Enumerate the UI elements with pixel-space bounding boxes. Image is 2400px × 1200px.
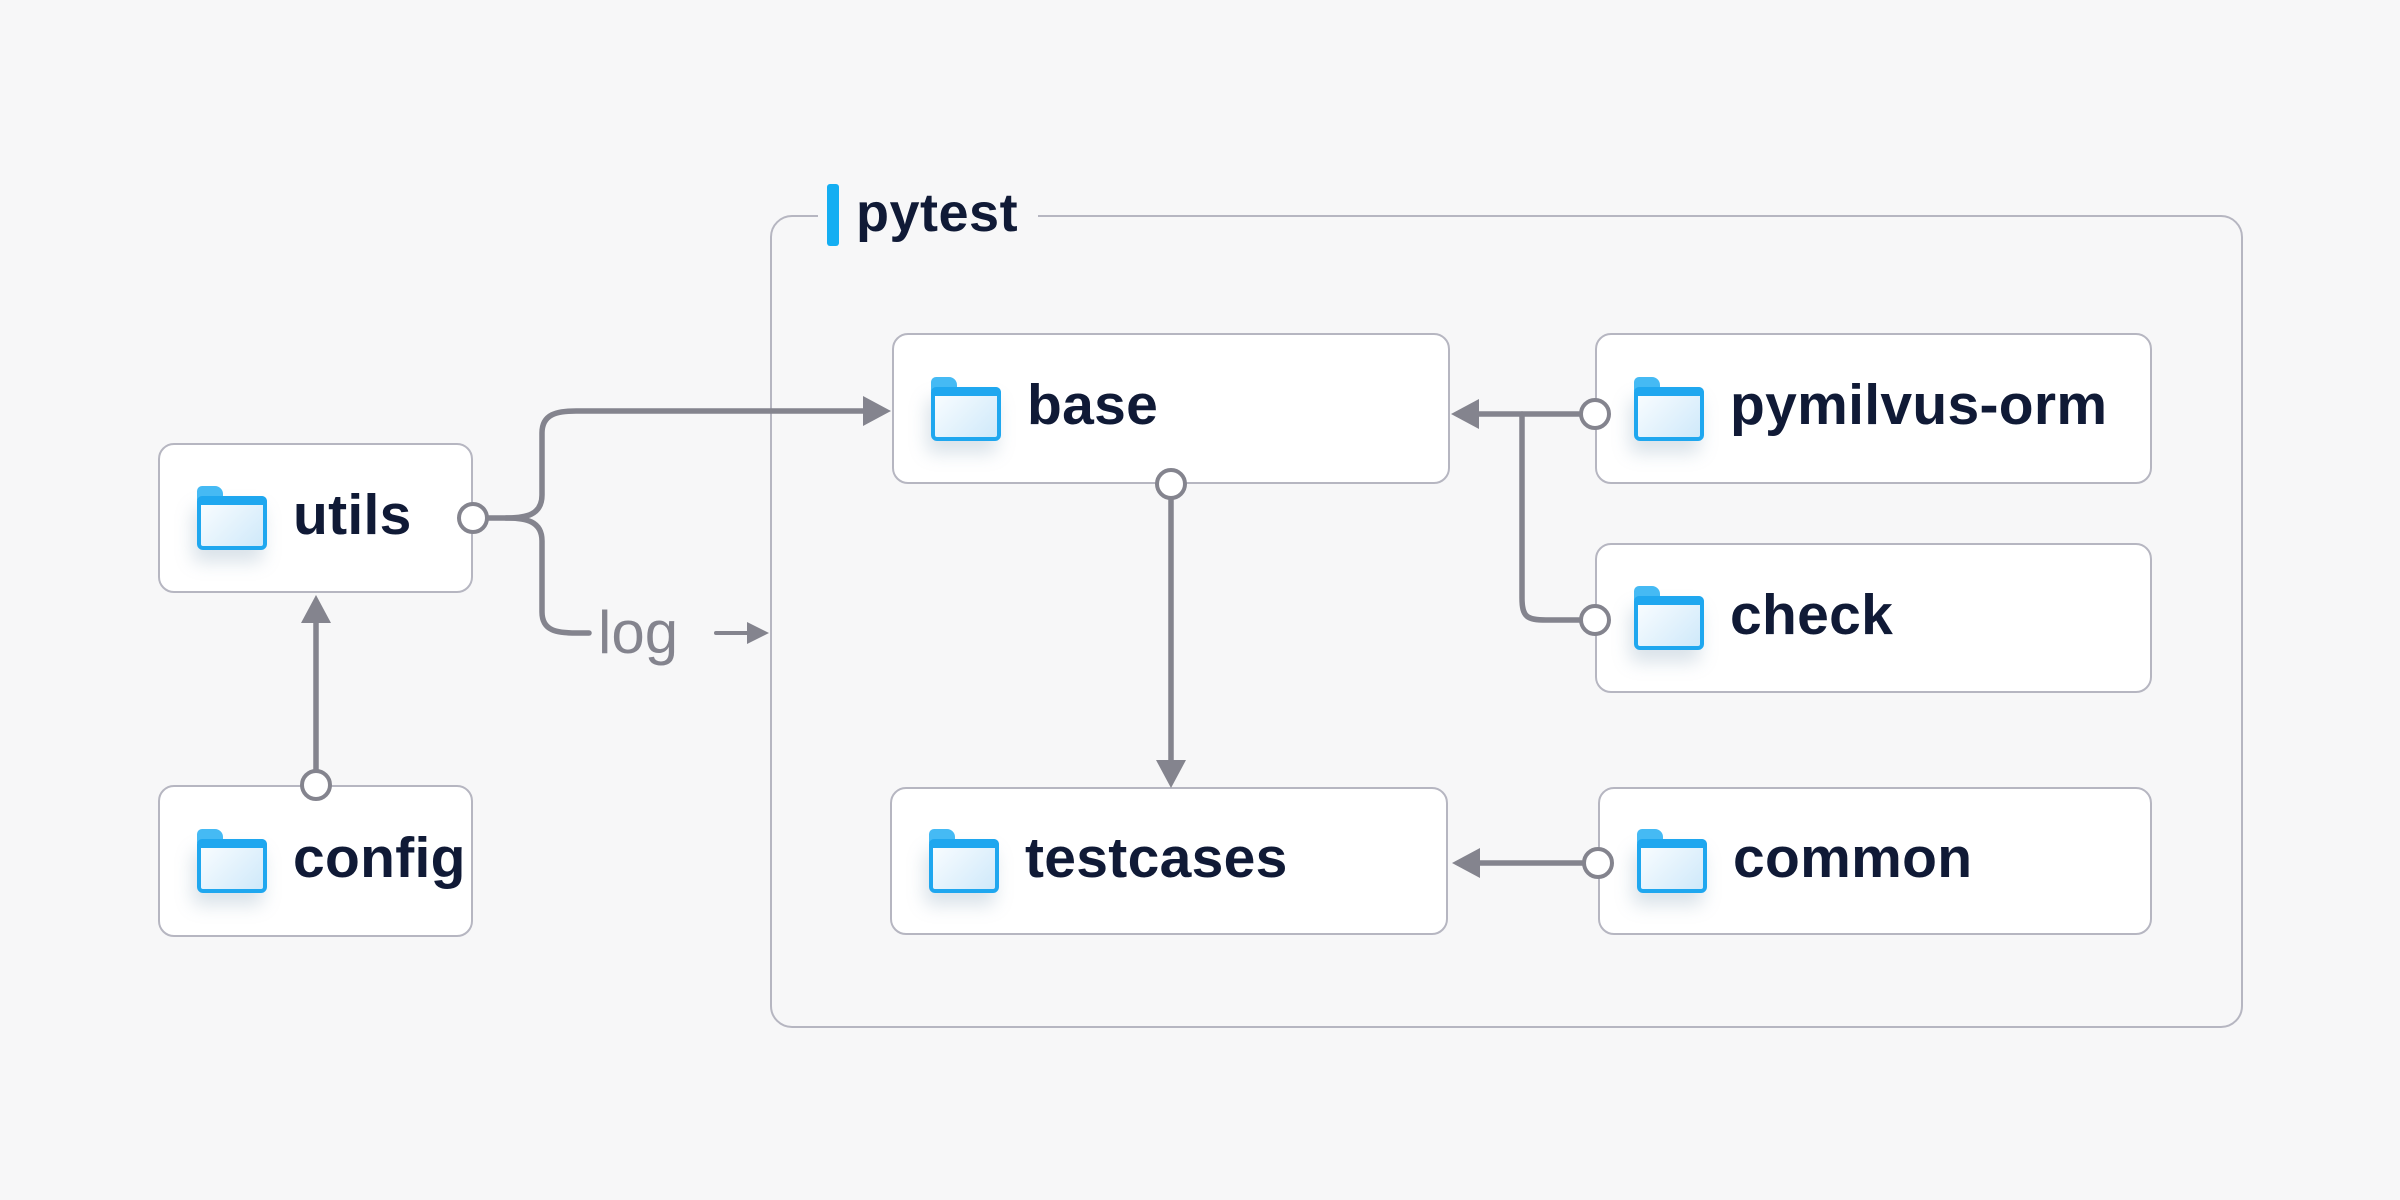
node-label-pymilvus-orm: pymilvus-orm	[1730, 373, 2108, 437]
node-testcases: testcases	[890, 787, 1448, 935]
node-label-utils: utils	[293, 482, 412, 547]
folder-icon	[197, 829, 267, 893]
node-base: base	[892, 333, 1450, 484]
node-utils: utils	[158, 443, 473, 593]
pytest-group-title: pytest	[856, 183, 1019, 243]
pytest-group-container	[770, 215, 2243, 1028]
folder-icon	[931, 376, 1001, 441]
arrowhead-up-utils	[301, 595, 331, 623]
folder-icon	[1634, 376, 1704, 441]
pytest-group-label: pytest	[818, 183, 1039, 247]
folder-icon	[197, 486, 267, 550]
node-label-config: config	[293, 825, 466, 890]
node-common: common	[1598, 787, 2152, 935]
node-label-check: check	[1730, 582, 1894, 647]
edge-utils-log	[503, 515, 592, 636]
accent-bar-icon	[827, 184, 839, 246]
node-check: check	[1595, 543, 2152, 693]
node-label-common: common	[1733, 825, 1973, 890]
edge-label-log: log	[598, 599, 679, 666]
node-pymilvus-orm: pymilvus-orm	[1595, 333, 2152, 484]
folder-icon	[1637, 829, 1707, 893]
folder-icon	[1634, 586, 1704, 650]
node-label-testcases: testcases	[1025, 825, 1288, 890]
folder-icon	[929, 829, 999, 893]
arrowhead-log	[747, 622, 769, 644]
node-config: config	[158, 785, 473, 937]
node-label-base: base	[1027, 373, 1159, 437]
